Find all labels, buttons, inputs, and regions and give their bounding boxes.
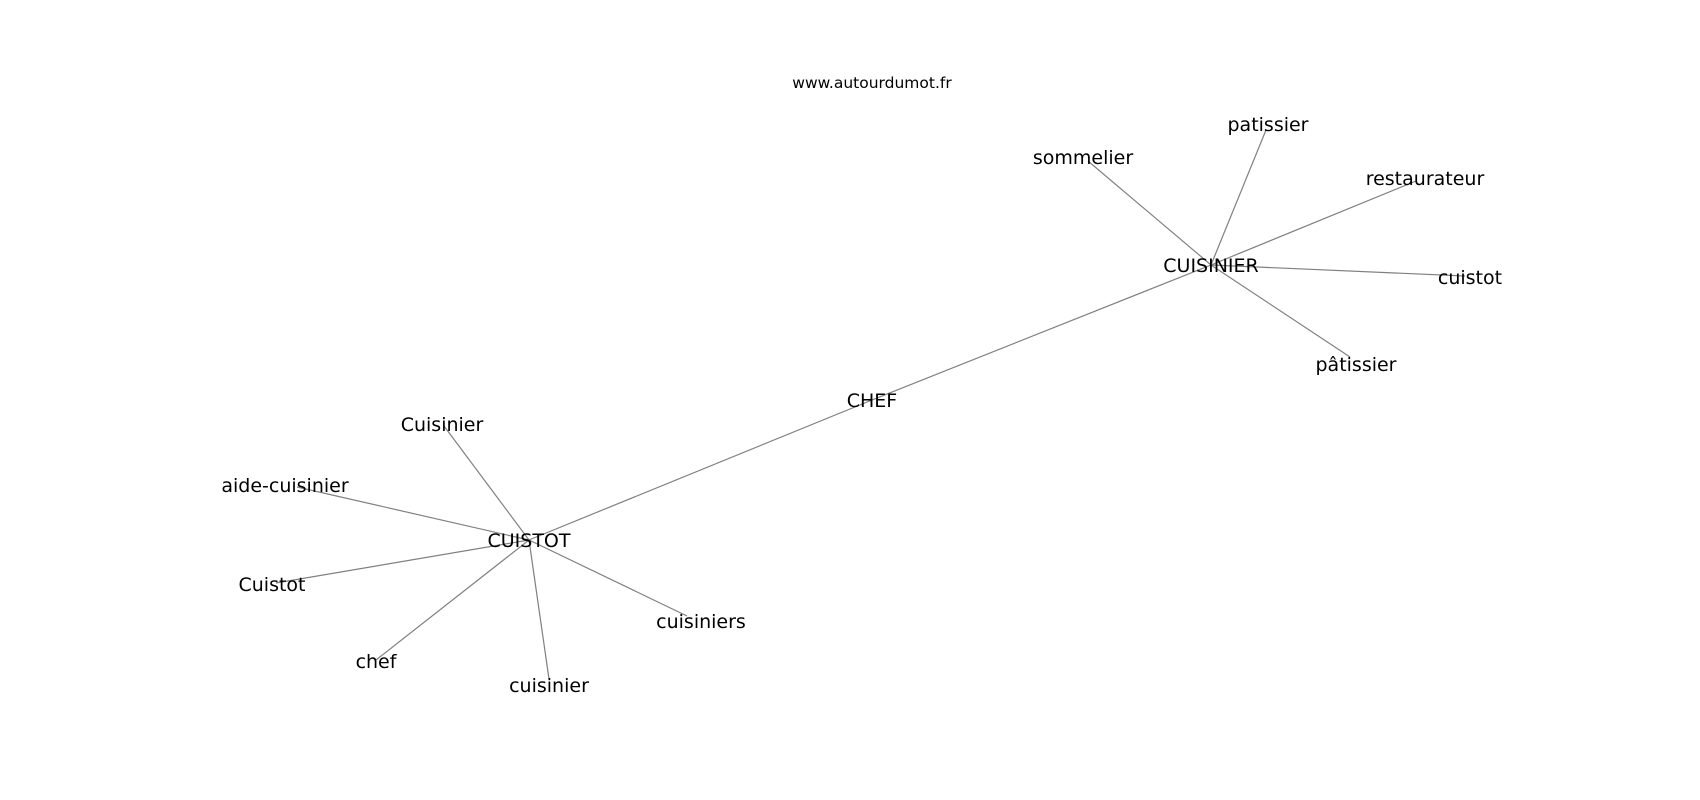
edge-chef_center-cuistot_hub bbox=[528, 399, 873, 541]
node-label-cuistot-cap: Cuistot bbox=[238, 574, 305, 596]
node-label-cuisinier-leaf: cuisinier bbox=[509, 675, 589, 697]
node-label-restaurateur: restaurateur bbox=[1366, 168, 1485, 190]
node-label-chef-center: CHEF bbox=[847, 390, 898, 412]
edges-layer bbox=[275, 129, 1466, 680]
node-label-cuisinier-hub: CUISINIER bbox=[1163, 255, 1258, 277]
edge-chef_center-cuisinier_hub bbox=[871, 264, 1212, 401]
edge-cuisinier_hub-restaurateur bbox=[1210, 180, 1417, 266]
edge-cuisinier_hub-sommelier bbox=[1087, 160, 1212, 266]
edge-cuisinier_hub-cuistot_leaf bbox=[1210, 264, 1466, 277]
edge-cuisinier_hub-patissier bbox=[1210, 129, 1267, 266]
nodes-layer: CHEF CUISINIER CUISTOT sommelier patissier re… bbox=[221, 114, 1502, 697]
edge-cuistot_hub-chef_leaf bbox=[375, 539, 530, 661]
node-label-chef-leaf: chef bbox=[356, 651, 398, 673]
node-label-cuistot-leaf: cuistot bbox=[1438, 267, 1502, 289]
node-label-sommelier: sommelier bbox=[1033, 147, 1133, 169]
node-label-cuisiniers: cuisiniers bbox=[656, 611, 746, 633]
watermark-text: www.autourdumot.fr bbox=[792, 74, 952, 92]
node-label-patissier: patissier bbox=[1227, 114, 1308, 136]
edge-cuistot_hub-cuisinier_cap bbox=[443, 425, 530, 541]
node-label-patissier-accent: pâtissier bbox=[1315, 354, 1396, 376]
edge-cuistot_hub-cuisinier_leaf bbox=[528, 539, 550, 680]
edge-cuistot_hub-aide_cuisinier bbox=[296, 486, 530, 541]
edge-cuistot_hub-cuistot_cap bbox=[275, 539, 530, 584]
edge-cuisinier_hub-patissier_accent bbox=[1210, 264, 1351, 358]
edge-cuistot_hub-cuisiniers bbox=[528, 539, 688, 617]
node-label-aide-cuisinier: aide-cuisinier bbox=[221, 475, 348, 497]
node-label-cuistot-hub: CUISTOT bbox=[487, 530, 570, 552]
node-label-cuisinier-cap: Cuisinier bbox=[401, 414, 484, 436]
